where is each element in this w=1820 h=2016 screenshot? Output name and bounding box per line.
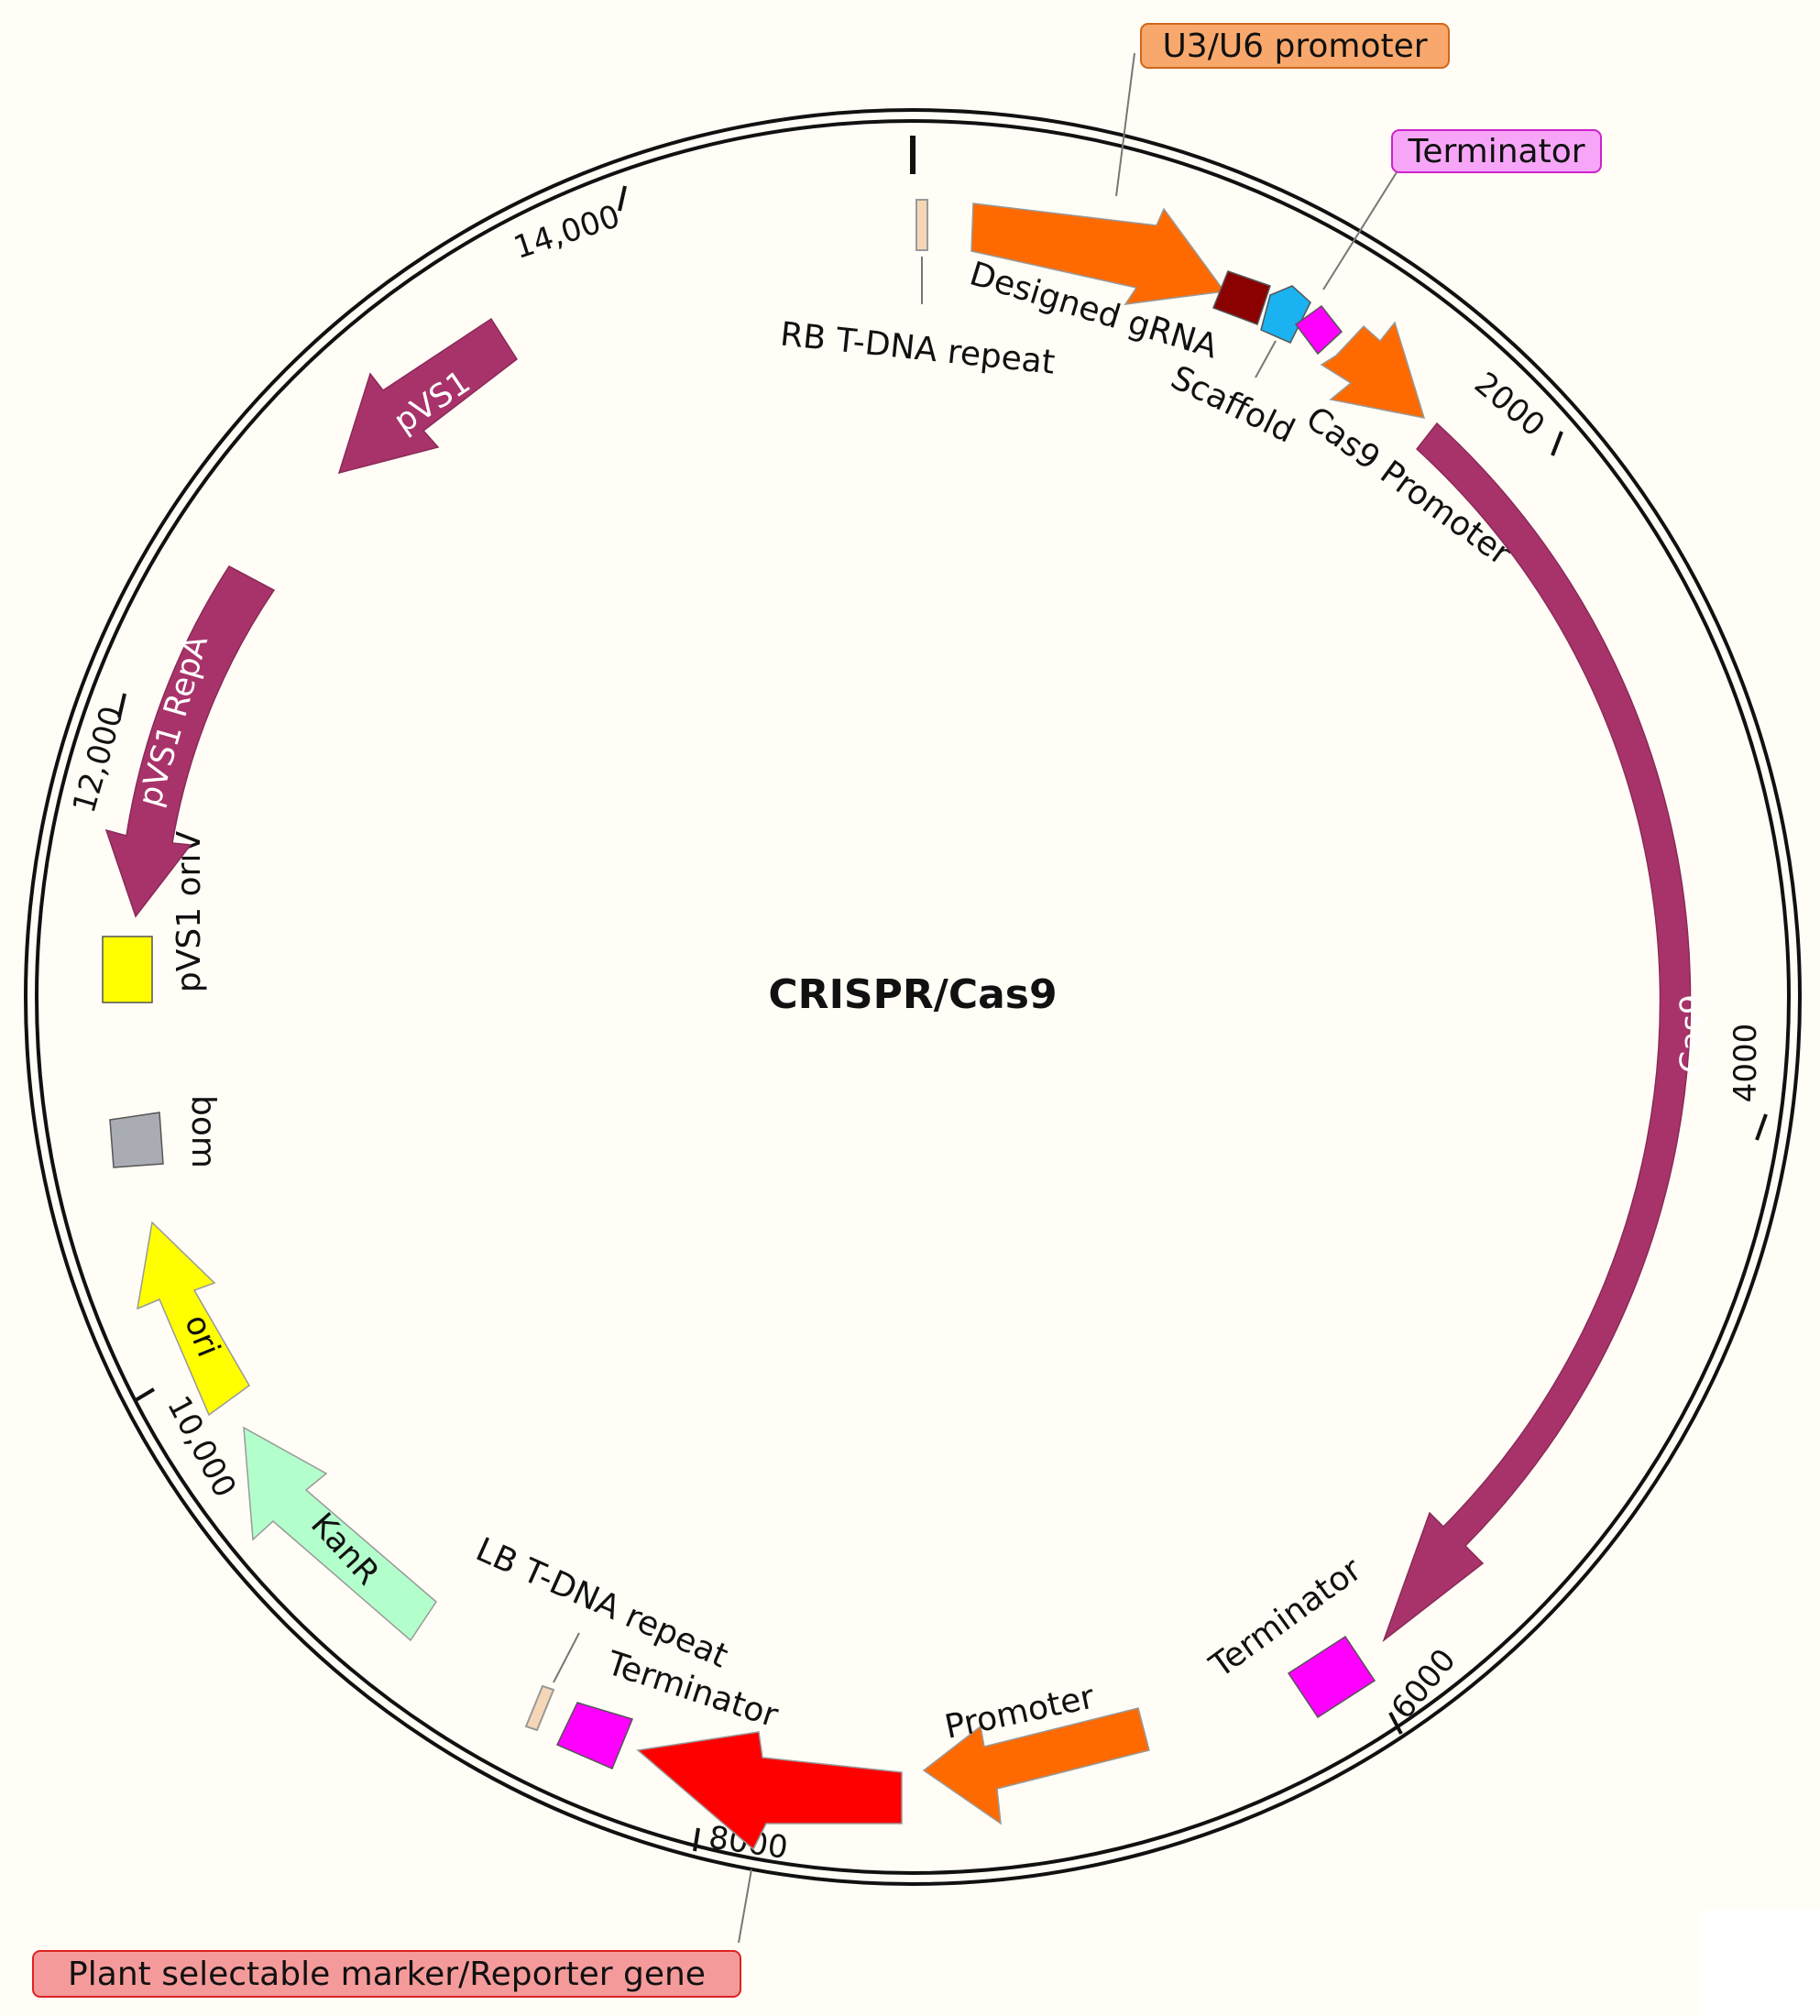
- feature-bom: bom: [109, 1095, 222, 1168]
- backbone-outer-strand: [24, 108, 1802, 1886]
- bom-label: bom: [184, 1095, 222, 1168]
- feature-u3u6-promoter: U3/U6 promoter: [970, 23, 1450, 305]
- bom-box: [109, 1112, 164, 1168]
- terminator-1-box: [1294, 304, 1343, 356]
- tick-mark: [1551, 431, 1563, 456]
- tick-mark: [117, 693, 126, 718]
- plant-marker-arrow: [636, 1731, 903, 1851]
- terminator-1-callout-box: [1391, 129, 1602, 173]
- scaffold-leader: [1255, 340, 1277, 378]
- promoter-arrow: [922, 1707, 1150, 1825]
- tick-mark: [693, 1827, 700, 1852]
- u3u6-promoter-callout-label: U3/U6 promoter: [1162, 27, 1427, 65]
- terminator-2-box: [1287, 1635, 1376, 1719]
- backbone: [24, 108, 1802, 1886]
- plant-marker-leader: [738, 1868, 752, 1944]
- terminator-3-box: [555, 1702, 634, 1769]
- terminator-1-callout-label: Terminator: [1407, 133, 1584, 170]
- pvs1-arrow: [337, 317, 519, 475]
- lb-tdna-box: [524, 1684, 555, 1732]
- feature-cas9: Cas9: [1382, 422, 1711, 1643]
- feature-terminator-1: Terminator: [1294, 129, 1602, 356]
- terminator-1-leader: [1322, 171, 1398, 290]
- map-title: CRISPR/Cas9: [768, 971, 1057, 1018]
- u3u6-promoter-arrow: [970, 203, 1226, 305]
- rb-tdna-box: [915, 199, 928, 251]
- tick-mark: [618, 185, 627, 212]
- u3u6-promoter-callout-box: [1140, 23, 1450, 69]
- kanr-arrow: [243, 1426, 437, 1642]
- tick-mark: [1755, 1113, 1768, 1141]
- designed-grna-box: [1212, 270, 1271, 325]
- corner-patch: [1700, 1911, 1820, 2016]
- u3u6-promoter-leader: [1115, 52, 1135, 197]
- tick-4000: 4000: [1727, 1024, 1768, 1141]
- tick-mark: [1388, 1712, 1403, 1735]
- plant-marker-callout-label: Plant selectable marker/Reporter gene: [68, 1956, 706, 1993]
- tick-label: 4000: [1727, 1024, 1764, 1103]
- plant-marker-callout-box: [32, 1950, 741, 1998]
- lb-tdna-leader: [553, 1632, 580, 1683]
- cas9-arrow: [1382, 422, 1692, 1643]
- tick-mark: [134, 1387, 156, 1402]
- pvs1-repa-arrow: [104, 565, 276, 918]
- pvs1-oriv-box: [102, 936, 153, 1003]
- cas9-label: Cas9: [1674, 994, 1711, 1073]
- cas9-promoter-arrow: [1320, 321, 1426, 419]
- ori-arrow: [137, 1221, 250, 1417]
- feature-plant-marker: Plant selectable marker/Reporter gene: [32, 1731, 903, 1998]
- backbone-inner-strand: [35, 119, 1791, 1875]
